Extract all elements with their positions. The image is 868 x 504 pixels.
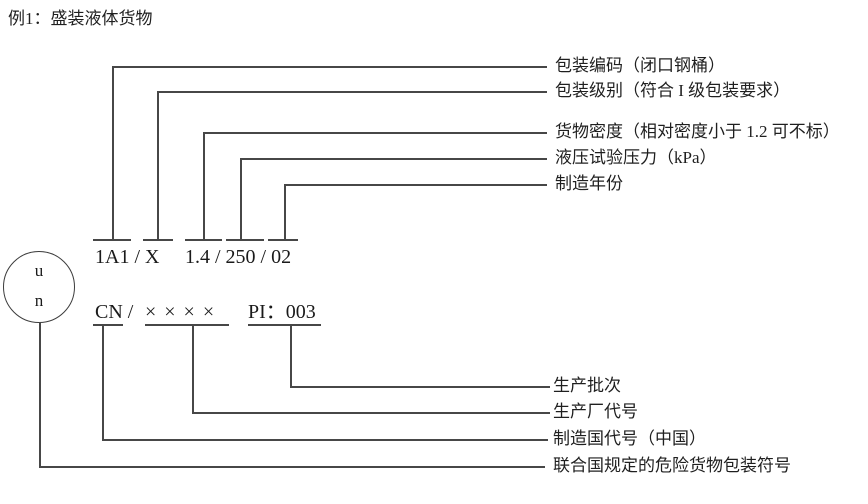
label-production-batch: 生产批次	[553, 376, 621, 395]
connector-line	[39, 466, 545, 468]
connector-line	[102, 439, 548, 441]
connector-line	[284, 184, 286, 240]
connector-line	[248, 324, 321, 326]
marking-code-batch: PI：003	[248, 301, 316, 323]
connector-line	[203, 132, 205, 240]
connector-line	[112, 66, 114, 240]
connector-line	[240, 158, 547, 160]
un-symbol-letter-u: u	[34, 261, 44, 280]
connector-line	[203, 132, 547, 134]
connector-line	[157, 91, 159, 240]
connector-line	[112, 66, 547, 68]
connector-line	[268, 239, 298, 241]
marking-code-line1-part1: 1A1 / X	[95, 246, 160, 268]
figure-title: 例1：盛装液体货物	[8, 9, 153, 28]
connector-line	[102, 324, 104, 439]
connector-line	[192, 324, 194, 412]
connector-line	[145, 324, 229, 326]
connector-line	[192, 412, 550, 414]
connector-line	[157, 91, 547, 93]
label-cargo-density: 货物密度（相对密度小于 1.2 可不标）	[555, 122, 840, 141]
connector-line	[226, 239, 264, 241]
label-packaging-code: 包装编码（闭口钢桶）	[555, 56, 725, 75]
marking-code-factory: ××××	[145, 301, 223, 323]
connector-line	[290, 386, 550, 388]
label-packaging-level: 包装级别（符合 I 级包装要求）	[555, 81, 791, 100]
connector-line	[284, 184, 547, 186]
connector-line	[93, 324, 123, 326]
connector-line	[290, 324, 292, 386]
label-country-code: 制造国代号（中国）	[553, 429, 706, 448]
un-symbol-letter-n: n	[34, 291, 44, 310]
marking-code-country: CN /	[95, 301, 134, 323]
label-hydraulic-test-pressure: 液压试验压力（kPa）	[555, 148, 717, 167]
un-symbol-icon: u n	[3, 251, 75, 323]
connector-line	[39, 322, 41, 467]
connector-line	[240, 158, 242, 240]
marking-code-line1-part2: 1.4 / 250 / 02	[185, 246, 292, 268]
label-manufacturer-code: 生产厂代号	[553, 402, 638, 421]
label-un-packaging-symbol: 联合国规定的危险货物包装符号	[553, 456, 791, 475]
label-manufacture-year: 制造年份	[555, 174, 623, 193]
